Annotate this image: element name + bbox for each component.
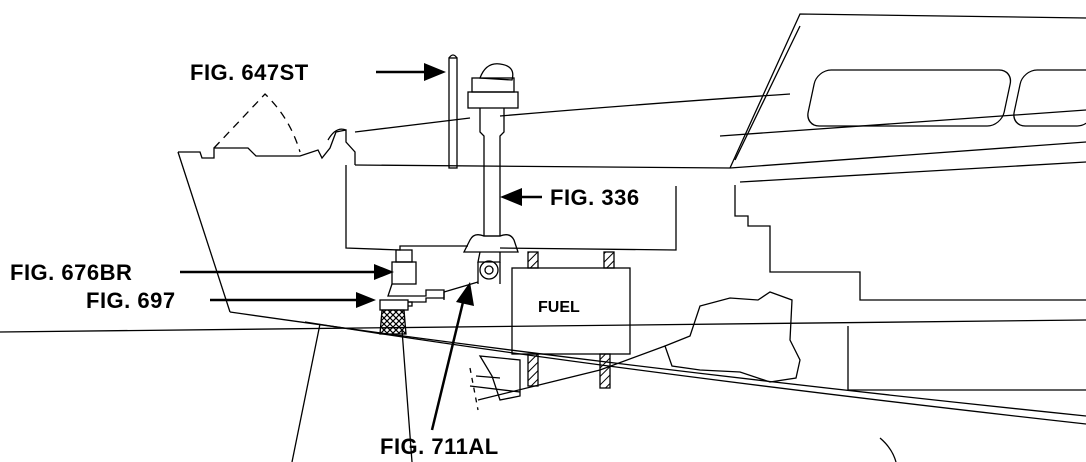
label-fig-676br: FIG. 676BR [10,260,133,285]
label-fig-647st: FIG. 647ST [190,60,309,85]
arrow-fig-711al [430,282,474,431]
keel-lines [291,323,413,462]
cabin [729,13,1086,391]
fuel-tank [511,251,631,389]
label-fig-336: FIG. 336 [550,185,640,210]
hatch-cover-dashed [213,93,301,153]
hull-outline [0,93,1086,425]
label-fuel: FUEL [538,299,580,316]
arrow-fig-336 [500,188,542,206]
vent-pipe [448,54,458,169]
arrow-fig-697 [210,292,376,308]
label-fig-697: FIG. 697 [86,288,176,313]
arrow-fig-647st [376,63,446,81]
strainer-fig-697 [379,299,409,335]
arrow-fig-676br [180,264,394,280]
label-fig-711al: FIG. 711AL [380,434,499,459]
valve-fig-676br [387,249,445,307]
cockpit-well [345,164,731,251]
engine [664,291,801,383]
pump-fig-336 [462,63,519,284]
